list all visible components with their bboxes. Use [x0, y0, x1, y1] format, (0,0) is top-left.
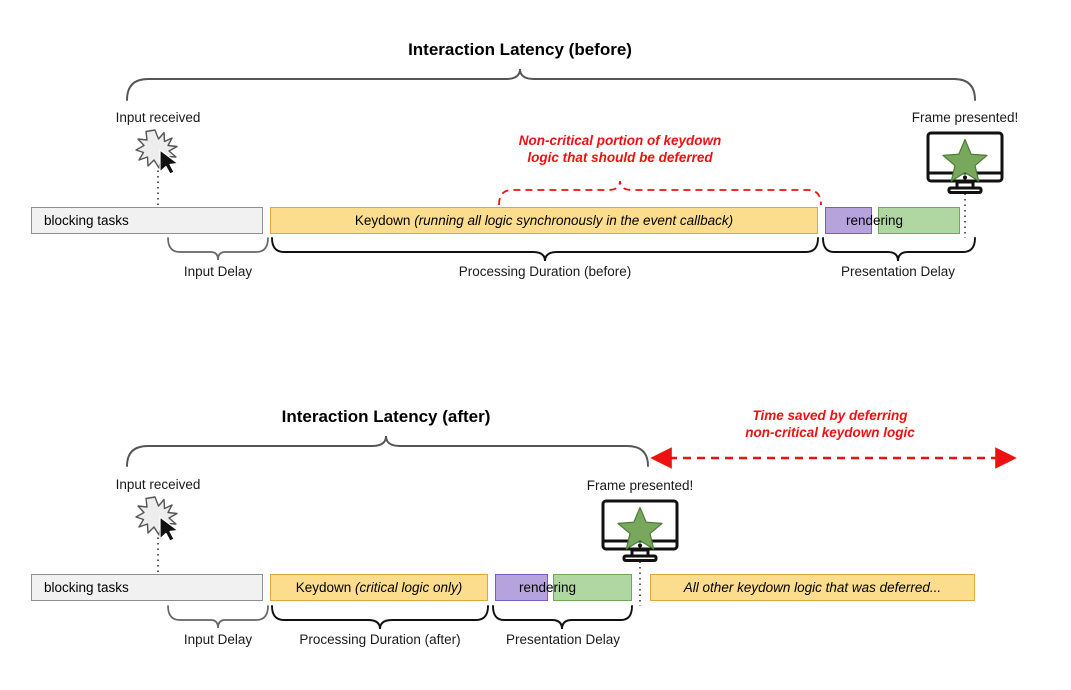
monitor-star-icon	[601, 499, 679, 562]
after-input-delay-brace	[167, 605, 269, 629]
before-keydown-bar[interactable]: Keydown (running all logic synchronously…	[270, 207, 818, 234]
after-rendering-purple-bar[interactable]	[495, 574, 548, 601]
after-frame-presented-label: Frame presented!	[586, 478, 694, 493]
after-blocking-tasks-label: blocking tasks	[44, 580, 129, 595]
before-annotation-line2: logic that should be deferred	[527, 149, 713, 165]
after-presentation-brace	[492, 605, 633, 630]
after-presentation-delay-label: Presentation Delay	[505, 632, 621, 647]
after-blocking-tasks-bar[interactable]: blocking tasks	[31, 574, 263, 601]
before-keydown-label: Keydown	[354, 213, 415, 228]
after-processing-duration-label: Processing Duration (after)	[299, 632, 461, 647]
before-frame-presented-label: Frame presented!	[911, 110, 1019, 125]
after-latency-brace	[126, 435, 649, 467]
before-diagram-title: Interaction Latency (before)	[408, 40, 632, 59]
before-processing-brace	[271, 237, 819, 262]
before-blocking-tasks-label: blocking tasks	[44, 213, 129, 228]
after-keydown-detail: (critical logic only)	[355, 580, 463, 595]
before-presentation-delay-label: Presentation Delay	[840, 264, 956, 279]
before-input-delay-brace	[167, 237, 269, 261]
before-keydown-detail: (running all logic synchronously in the …	[414, 213, 734, 228]
before-processing-duration-label: Processing Duration (before)	[458, 264, 632, 279]
after-annotation: Time saved by deferring non-critical key…	[700, 408, 960, 442]
spark-cursor-icon	[135, 129, 179, 175]
before-blocking-tasks-bar[interactable]: blocking tasks	[31, 207, 263, 234]
before-annotation-line1: Non-critical portion of keydown	[518, 133, 722, 148]
before-annotation: Non-critical portion of keydown logic th…	[460, 133, 780, 167]
before-input-received-label: Input received	[115, 110, 201, 125]
before-noncritical-brace	[498, 180, 822, 206]
after-deferred-label: All other keydown logic that was deferre…	[683, 580, 942, 595]
after-annotation-line1: Time saved by deferring	[752, 408, 908, 423]
after-input-received-label: Input received	[115, 477, 201, 492]
before-latency-brace	[126, 68, 976, 101]
monitor-star-icon	[926, 131, 1004, 194]
after-deferred-bar[interactable]: All other keydown logic that was deferre…	[650, 574, 975, 601]
after-keydown-label: Keydown	[295, 580, 355, 595]
after-rendering-green-bar[interactable]	[553, 574, 632, 601]
before-rendering-label: rendering	[846, 213, 904, 228]
before-rendering-purple-bar[interactable]	[825, 207, 872, 234]
after-keydown-bar[interactable]: Keydown (critical logic only)	[270, 574, 488, 601]
spark-cursor-icon	[135, 496, 179, 542]
before-input-delay-label: Input Delay	[183, 264, 253, 279]
after-processing-brace	[271, 605, 489, 630]
after-input-delay-label: Input Delay	[183, 632, 253, 647]
before-rendering-green-bar[interactable]	[878, 207, 960, 234]
before-presentation-brace	[822, 237, 976, 262]
after-rendering-label: rendering	[519, 580, 577, 595]
after-diagram-title: Interaction Latency (after)	[281, 407, 491, 426]
after-annotation-line2: non-critical keydown logic	[745, 424, 915, 440]
